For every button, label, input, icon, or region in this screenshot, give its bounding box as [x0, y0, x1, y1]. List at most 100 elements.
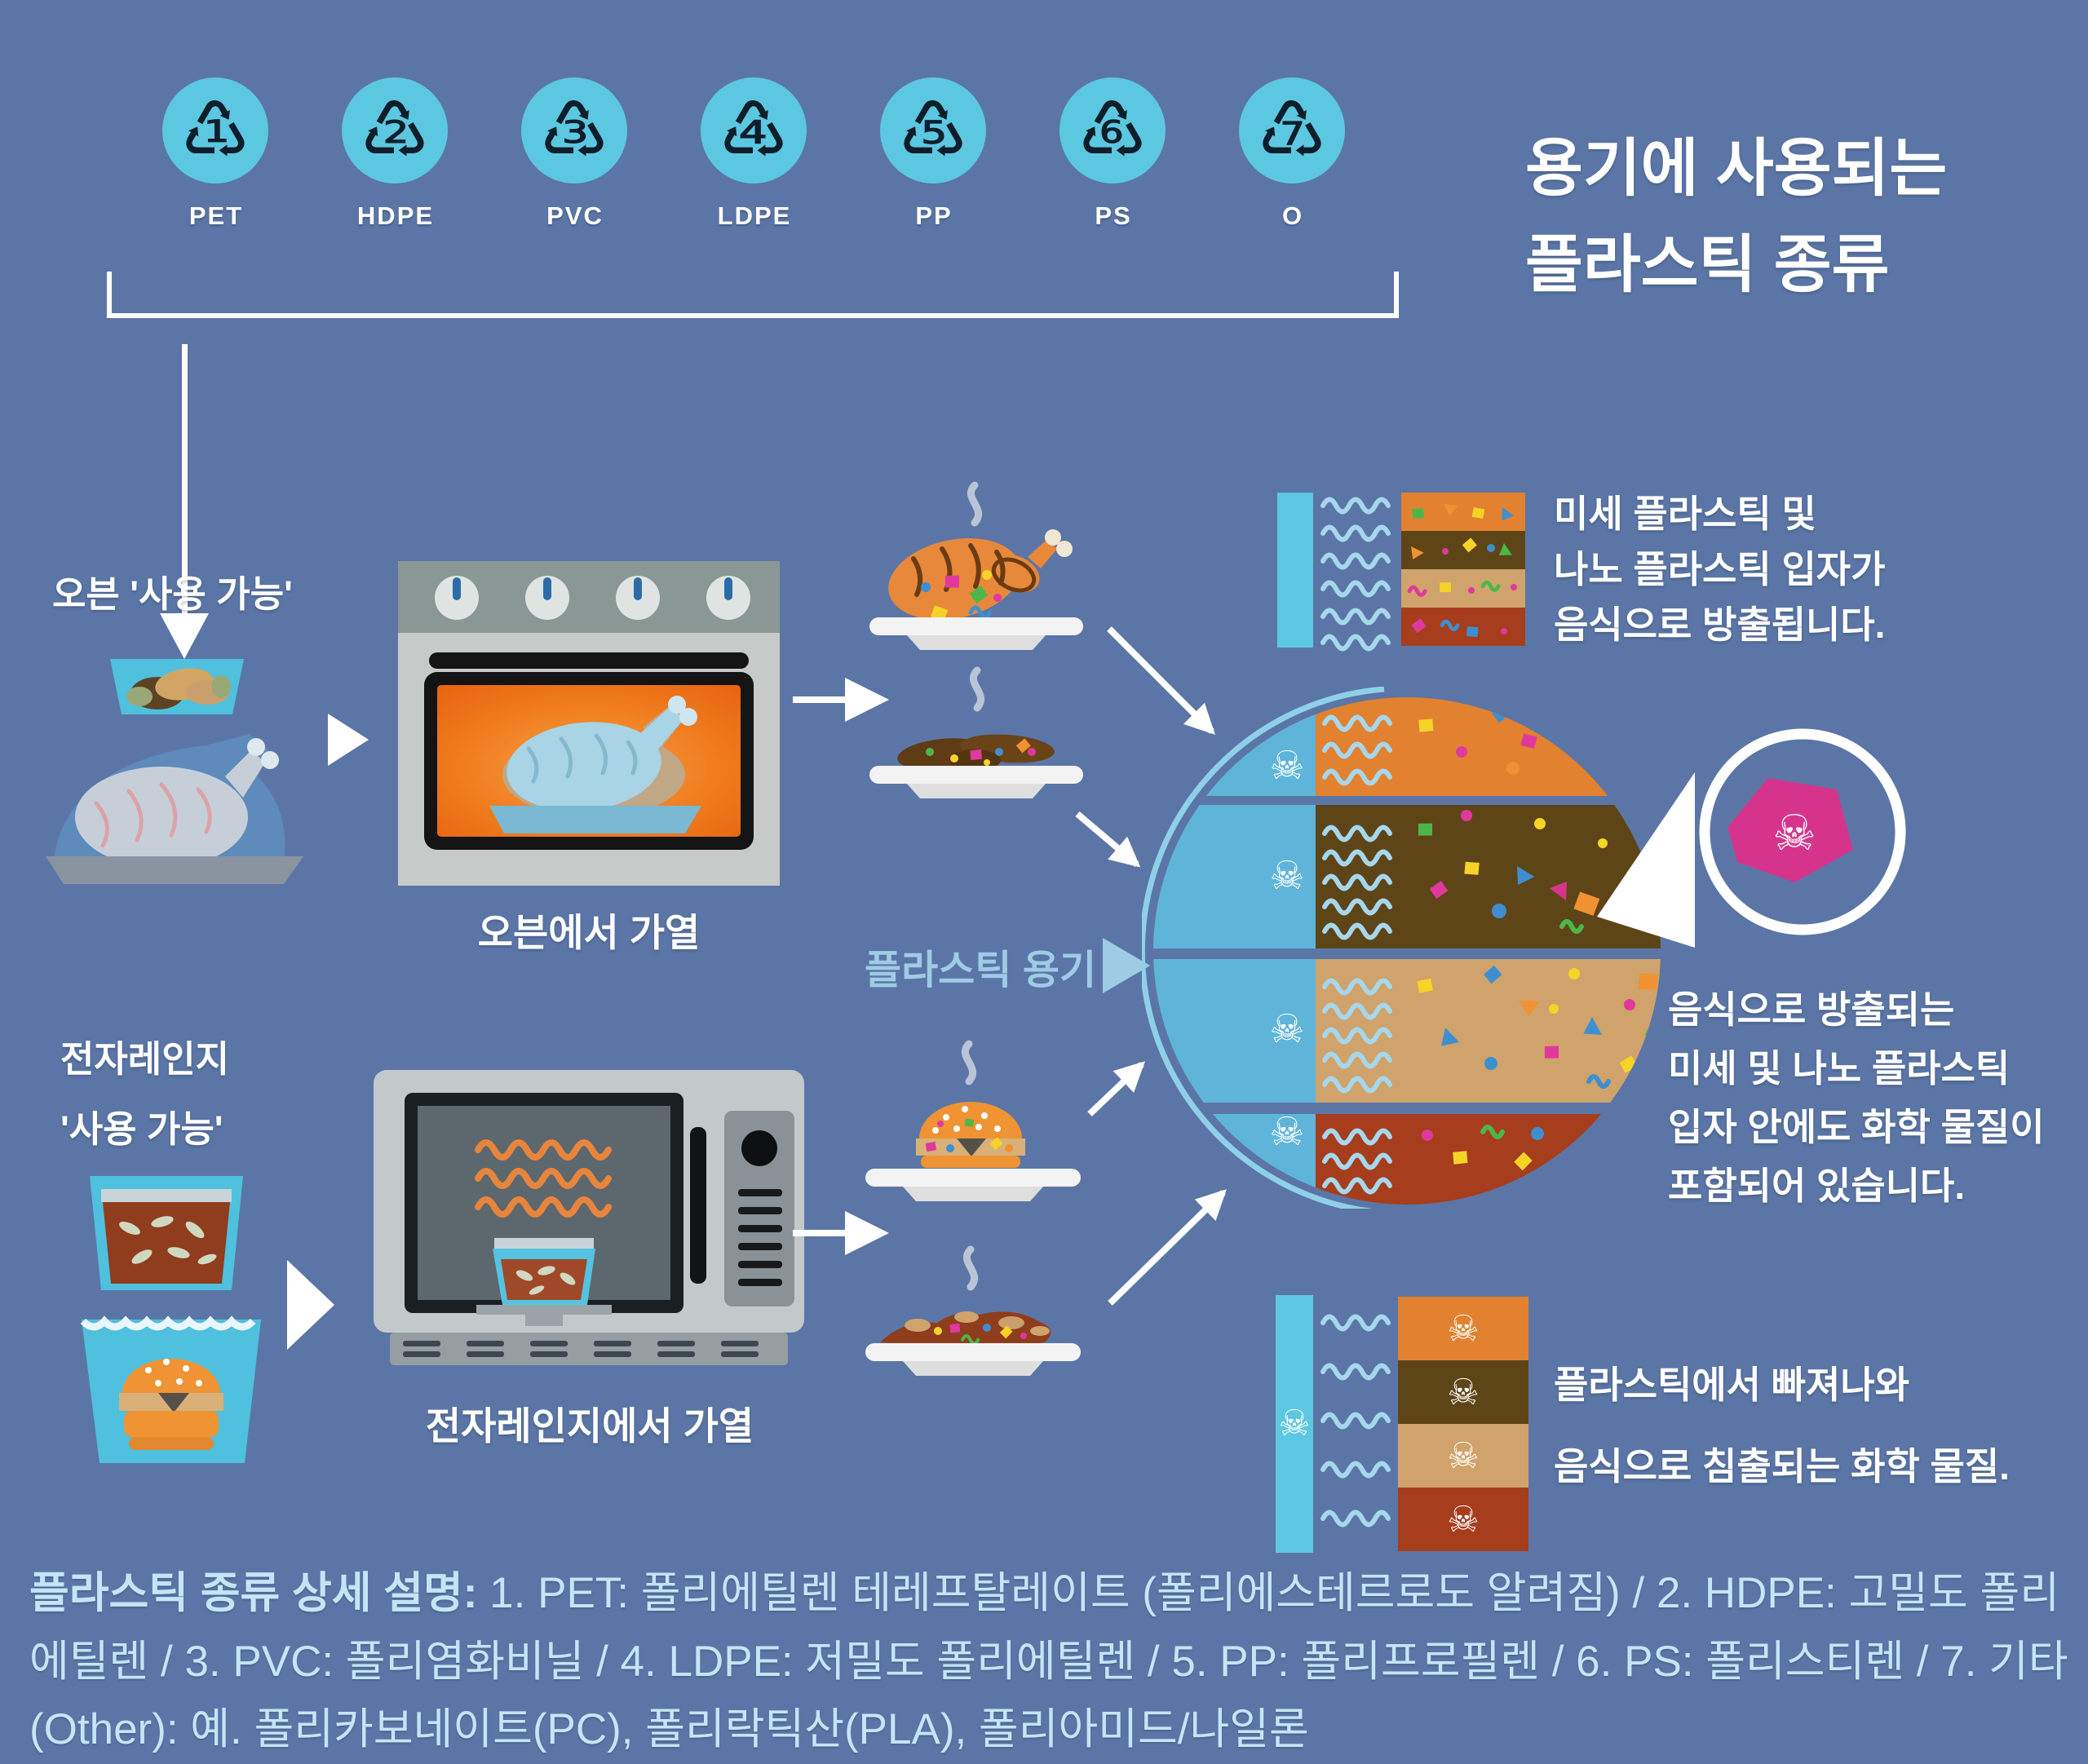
skull-icon: ☠	[1269, 743, 1304, 789]
oven-feed-arrow-icon	[328, 714, 369, 766]
recycling-label-6: PS	[1095, 201, 1132, 230]
footer-lead: 플라스틱 종류 상세 설명:	[29, 1569, 478, 1617]
recycling-glyph-6: ♸	[1077, 85, 1148, 176]
plastic-container-label: 플라스틱 용기	[865, 948, 1097, 993]
magnifier-wedge	[1597, 772, 1695, 948]
bracket-right-tick	[1394, 272, 1399, 318]
food-stack	[1401, 493, 1525, 646]
recycling-label-3: PVC	[546, 201, 604, 230]
oven-turkey	[489, 696, 701, 833]
stew-plate-illustration	[865, 1245, 1081, 1376]
microplastic-confetti	[921, 570, 1002, 626]
burger-container-illustration	[80, 1315, 261, 1463]
container-wall-swatch	[1276, 1295, 1313, 1553]
oven-handle	[429, 652, 749, 669]
annotation-bottom: 플라스틱에서 빠져나와 음식으로 침출되는 화학 물질.	[1554, 1344, 2010, 1507]
microwave-caption: 전자레인지에서 가열	[425, 1404, 754, 1448]
microplastic-confetti	[926, 736, 1036, 766]
confetti	[1409, 502, 1517, 641]
container-wall-swatch	[1277, 493, 1313, 648]
annotation-top-line1: 미세 플라스틱 및	[1554, 493, 1816, 535]
recycling-type-7: ♹ O	[1239, 77, 1347, 231]
oven-caption: 오븐에서 가열	[477, 911, 701, 954]
steam-icon	[962, 1245, 979, 1291]
recycling-label-2: HDPE	[356, 201, 435, 230]
annotation-bottom-line1: 플라스틱에서 빠져나와	[1554, 1364, 1909, 1406]
meat-pieces	[897, 734, 1055, 771]
annotation-top-line3: 음식으로 방출됩니다.	[1554, 603, 1886, 646]
contamination-circle-diagram: ☠ ☠ ☠ ☠	[1142, 687, 1906, 1209]
heat-waves	[1323, 1317, 1388, 1525]
skull-icon: ☠	[1269, 1006, 1304, 1052]
recycling-glyph-4: ♶	[718, 85, 790, 176]
annotation-middle-line2: 미세 및 나노 플라스틱	[1668, 1047, 2011, 1090]
legend-microplastics	[1277, 493, 1525, 654]
steam-icon	[961, 1040, 977, 1085]
burger-plate-illustration	[865, 1040, 1081, 1201]
skull-icon: ☠	[1278, 1403, 1310, 1444]
microwave-illustration	[374, 1070, 804, 1365]
steam-icon	[969, 666, 985, 712]
recycling-label-5: PP	[915, 201, 953, 230]
annotation-bottom-line2: 음식으로 침출되는 화학 물질.	[1554, 1445, 2010, 1488]
skull-icon: ☠	[1269, 853, 1304, 899]
annotation-top-line2: 나노 플라스틱 입자가	[1554, 548, 1886, 590]
recycling-glyph-5: ♷	[897, 85, 969, 176]
footer-description: 플라스틱 종류 상세 설명: 1. PET: 폴리에틸렌 테레프탈레이트 (폴리…	[29, 1559, 2068, 1764]
microwave-food	[476, 1238, 612, 1326]
oven-illustration	[398, 561, 780, 886]
microwave-door-slot	[690, 1127, 706, 1284]
skull-icon: ☠	[1447, 1308, 1479, 1350]
turkey-plate-illustration	[869, 481, 1083, 650]
skull-icon: ☠	[1447, 1435, 1479, 1477]
recycling-type-6: ♸ PS	[1059, 77, 1167, 231]
down-arrow-head	[160, 613, 209, 659]
burger	[916, 1102, 1025, 1168]
recycling-label-7: O	[1281, 201, 1304, 230]
oven-safe-dish-illustration	[110, 659, 244, 714]
confetti-band3	[1415, 963, 1661, 1086]
recycling-symbol-6-icon: ♸	[1059, 77, 1166, 183]
recycling-symbol-3-icon: ♵	[521, 77, 627, 183]
footer-body: 1. PET: 폴리에틸렌 테레프탈레이트 (폴리에스테르로도 알려짐) / 2…	[29, 1569, 2068, 1754]
magnifier-circle: ☠	[1699, 728, 1906, 935]
recycling-type-3: ♵ PVC	[521, 77, 629, 231]
bracket-left-tick	[107, 272, 112, 318]
recycling-type-2: ♴ HDPE	[342, 77, 449, 231]
oven-knob-icons	[435, 576, 750, 620]
legend-chemicals: ☠ ☠ ☠ ☠ ☠	[1276, 1295, 1528, 1553]
annotation-middle-line4: 포함되어 있습니다.	[1668, 1165, 1966, 1207]
recycling-symbol-5-icon: ♷	[880, 77, 986, 183]
microwave-feed-arrow-icon	[287, 1260, 334, 1350]
microwave-safe-label-line2: '사용 가능'	[60, 1108, 223, 1150]
recycling-type-5: ♷ PP	[880, 77, 988, 231]
burger-in-cup	[119, 1359, 223, 1450]
recycling-glyph-1: ♳	[179, 85, 251, 176]
microwave-safe-label-line1: 전자레인지	[60, 1038, 230, 1080]
page-title-line2: 플라스틱 종류	[1525, 230, 1890, 300]
heat-waves	[1323, 500, 1388, 649]
annotation-middle-line3: 입자 안에도 화학 물질이	[1668, 1106, 2045, 1148]
page-title: 용기에 사용되는 플라스틱 종류	[1525, 121, 1947, 313]
rice-container-illustration	[90, 1176, 243, 1290]
raw-turkey-tray-illustration	[46, 734, 303, 884]
recycling-symbol-2-icon: ♴	[342, 77, 448, 183]
oven-safe-label: 오븐 '사용 가능'	[52, 573, 293, 615]
recycling-label-1: PET	[188, 201, 244, 230]
recycling-label-4: LDPE	[717, 201, 792, 230]
recycling-glyph-3: ♵	[538, 85, 610, 176]
microplastic-confetti	[923, 1116, 1013, 1154]
steam-icon	[967, 481, 983, 527]
microwave-vents	[403, 1341, 759, 1357]
annotation-top: 미세 플라스틱 및 나노 플라스틱 입자가 음식으로 방출됩니다.	[1554, 486, 1885, 652]
recycling-type-4: ♶ LDPE	[701, 77, 808, 231]
poison-particle	[1727, 778, 1853, 882]
recycling-glyph-7: ♹	[1256, 85, 1328, 176]
microwave-control-panel	[724, 1111, 794, 1306]
skull-icon: ☠	[1447, 1499, 1479, 1541]
annotation-middle: 음식으로 방출되는 미세 및 나노 플라스틱 입자 안에도 화학 물질이 포함되…	[1668, 980, 2045, 1215]
microplastic-confetti	[934, 1320, 1027, 1344]
cooked-turkey	[888, 529, 1073, 626]
stew-food	[880, 1311, 1051, 1346]
bracket-bar	[107, 313, 1399, 318]
